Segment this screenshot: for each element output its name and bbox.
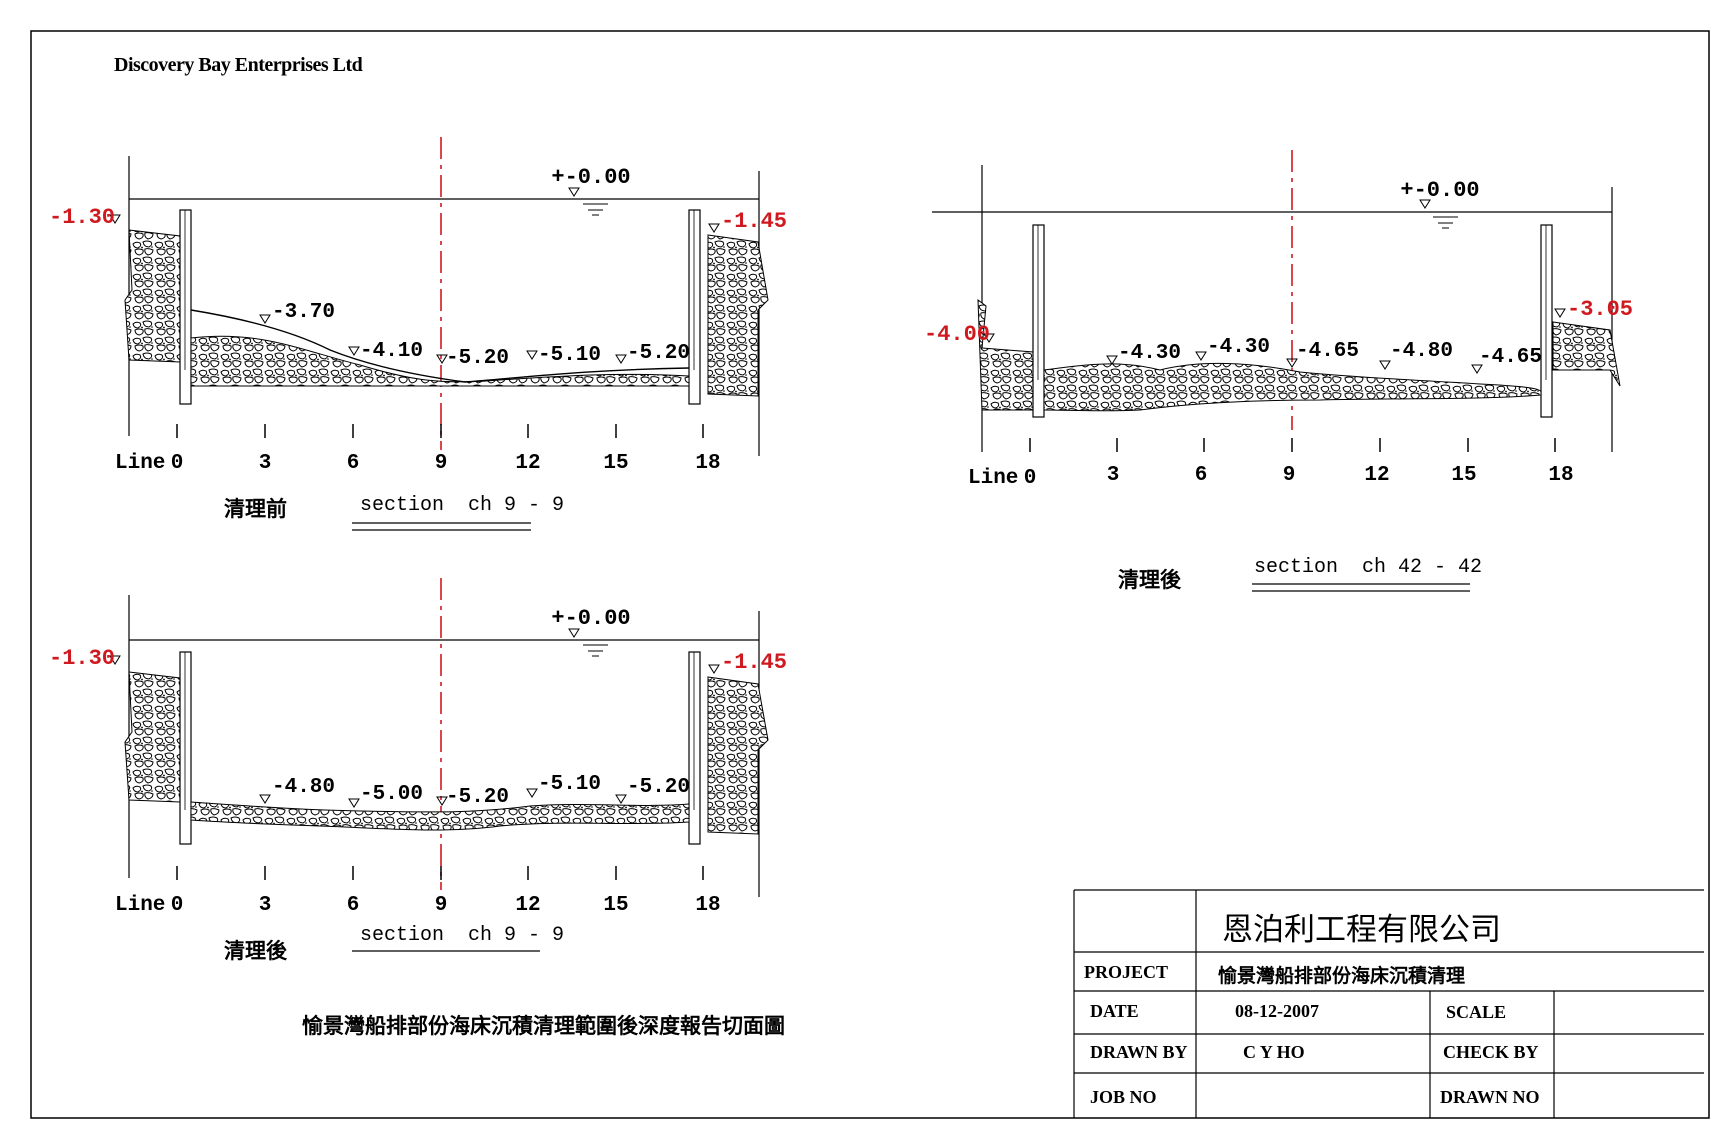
right-pile: [688, 209, 701, 405]
section-label: section ch 9 - 9: [360, 494, 564, 517]
check-by-label: CHECK BY: [1443, 1042, 1539, 1062]
section-label: section ch 42 - 42: [1254, 556, 1482, 579]
right-bank-level: -3.05: [1567, 297, 1633, 322]
left-pile: [179, 209, 192, 405]
depth-label: -5.00: [360, 783, 423, 806]
date-value: 08-12-2007: [1235, 1001, 1319, 1021]
depth-label: -4.65: [1479, 346, 1542, 369]
axis-line-label: Line: [968, 467, 1018, 490]
left-bank-level: -4.00: [924, 322, 990, 347]
left-bank-rubble: [124, 671, 181, 803]
sheet-border: [30, 30, 1710, 1119]
axis-tick-label: 12: [515, 894, 540, 917]
right-bank-level: -1.45: [721, 209, 787, 234]
left-bank-rubble: [977, 298, 1034, 411]
sediment-rubble: [190, 801, 690, 831]
axis-line-label: Line: [115, 894, 165, 917]
section-caption: 清理後: [224, 939, 288, 963]
water-level-label: +-0.00: [551, 606, 630, 631]
depth-label: -5.20: [446, 347, 509, 370]
drawn-by-value: C Y HO: [1243, 1042, 1305, 1062]
axis-tick-label: 6: [347, 452, 360, 475]
depth-label: -5.20: [446, 786, 509, 809]
section-label: section ch 9 - 9: [360, 924, 564, 947]
sediment-rubble: [1043, 362, 1542, 412]
drawing-title: 愉景灣船排部份海床沉積清理範圍後深度報告切面圖: [302, 1014, 785, 1038]
depth-label: -4.30: [1118, 342, 1181, 365]
job-no-label: JOB NO: [1090, 1087, 1157, 1107]
title-block: [1073, 889, 1704, 1118]
axis-tick-label: 9: [435, 894, 448, 917]
axis-tick-label: 9: [1283, 464, 1296, 487]
axis-tick-label: 18: [695, 452, 720, 475]
depth-label: -4.80: [272, 776, 335, 799]
axis-tick-label: 3: [259, 894, 272, 917]
depth-label: -5.10: [538, 344, 601, 367]
title-block-company: 恩泊利工程有限公司: [1222, 912, 1501, 948]
left-bank-level: -1.30: [49, 646, 115, 671]
depth-label: -5.20: [627, 776, 690, 799]
axis-tick-label: 6: [347, 894, 360, 917]
right-bank-rubble: [707, 234, 769, 397]
section-ch42: +-0.00 -4.00 -3.05 -4.30 -4.30 -4.65 -4.…: [924, 150, 1633, 592]
drawn-no-label: DRAWN NO: [1440, 1087, 1540, 1107]
axis-tick-label: 12: [515, 452, 540, 475]
depth-label: -4.10: [360, 340, 423, 363]
water-level-label: +-0.00: [1400, 178, 1479, 203]
section-caption: 清理前: [224, 497, 287, 521]
axis-tick-label: 18: [1548, 464, 1573, 487]
depth-label: -3.70: [272, 301, 335, 324]
axis-tick-label: 6: [1195, 464, 1208, 487]
right-bank-level: -1.45: [721, 650, 787, 675]
depth-label: -5.10: [538, 773, 601, 796]
depth-label: -5.20: [627, 342, 690, 365]
company-name: Discovery Bay Enterprises Ltd: [114, 54, 363, 76]
section-before-cleaning: +-0.00 -1.30 -1.45 -3.70 -4.10 -5.20 -5.…: [49, 137, 787, 531]
axis-tick-label: 18: [695, 894, 720, 917]
axis-tick-label: 9: [435, 452, 448, 475]
axis-tick-label: 15: [603, 894, 628, 917]
left-bank-rubble: [124, 229, 181, 363]
depth-label: -4.30: [1207, 336, 1270, 359]
right-bank-rubble: [707, 676, 769, 835]
axis-tick-label: 0: [171, 452, 184, 475]
project-name: 愉景灣船排部份海床沉積清理: [1218, 965, 1466, 987]
left-pile: [179, 651, 192, 845]
axis-tick-label: 0: [171, 894, 184, 917]
axis-tick-label: 15: [1451, 464, 1476, 487]
water-level-symbol: [1419, 199, 1458, 229]
axis-tick-label: 0: [1024, 467, 1037, 490]
date-label: DATE: [1090, 1001, 1139, 1021]
axis-line-label: Line: [115, 452, 165, 475]
depth-label: -4.65: [1296, 340, 1359, 363]
right-pile: [1540, 224, 1553, 418]
section-caption: 清理後: [1118, 568, 1182, 592]
axis-tick-label: 3: [259, 452, 272, 475]
drawn-by-label: DRAWN BY: [1090, 1042, 1188, 1062]
depth-label: -4.80: [1390, 340, 1453, 363]
axis-tick-label: 3: [1107, 464, 1120, 487]
scale-label: SCALE: [1446, 1002, 1507, 1022]
right-pile: [688, 651, 701, 845]
left-pile: [1032, 224, 1045, 418]
right-bank-rubble: [1552, 321, 1621, 387]
axis-tick-label: 12: [1364, 464, 1389, 487]
section-after-cleaning: +-0.00 -1.30 -1.45 -4.80 -5.00 -5.20 -5.…: [49, 578, 787, 963]
water-level-symbol: [568, 187, 608, 216]
seabed-profile: [190, 309, 690, 383]
left-bank-level: -1.30: [49, 205, 115, 230]
water-level-label: +-0.00: [551, 165, 630, 190]
sediment-rubble: [190, 335, 690, 387]
water-level-symbol: [568, 628, 608, 657]
project-label: PROJECT: [1084, 962, 1169, 982]
axis-tick-label: 15: [603, 452, 628, 475]
